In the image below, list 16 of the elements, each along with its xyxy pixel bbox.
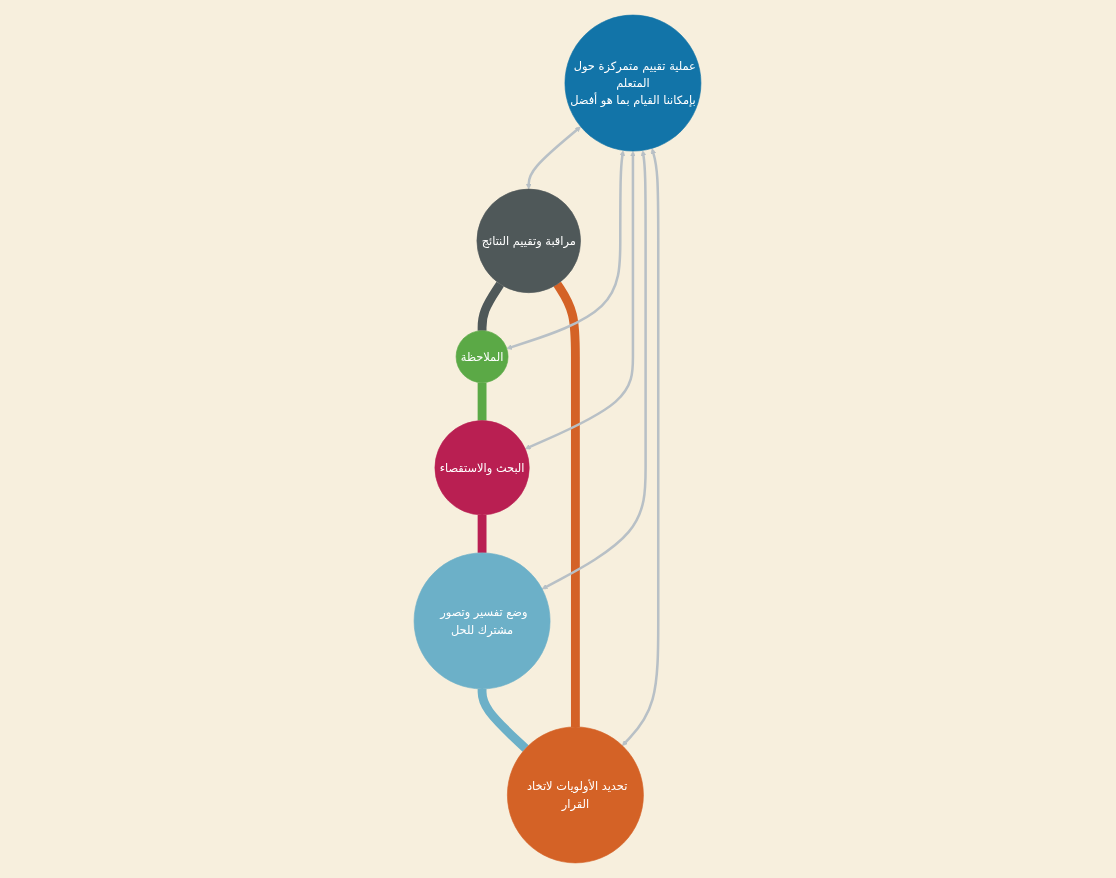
arrow [526,126,582,190]
node-circle: الملاحظة [456,330,509,383]
node-circle: مراقبة وتقييم النتائج [477,188,582,294]
arrow [507,150,626,350]
arrow [542,150,648,590]
connector [478,513,487,555]
node-circle: وضع تفسير وتصور مشترك للحل [414,552,551,690]
arrow [525,151,637,450]
connector [478,281,505,332]
connector [478,687,530,752]
connector [478,381,487,422]
connector [554,281,581,729]
arrow [622,148,660,746]
node-circle: تحديد الأولويات لاتخاد القرار [507,726,645,864]
node-circle: البحث والاستقصاء [435,420,531,516]
node-circle: عملية تقييم متمركزة حول المتعلم بإمكاننا القيام بما هو أفضل [565,14,702,152]
